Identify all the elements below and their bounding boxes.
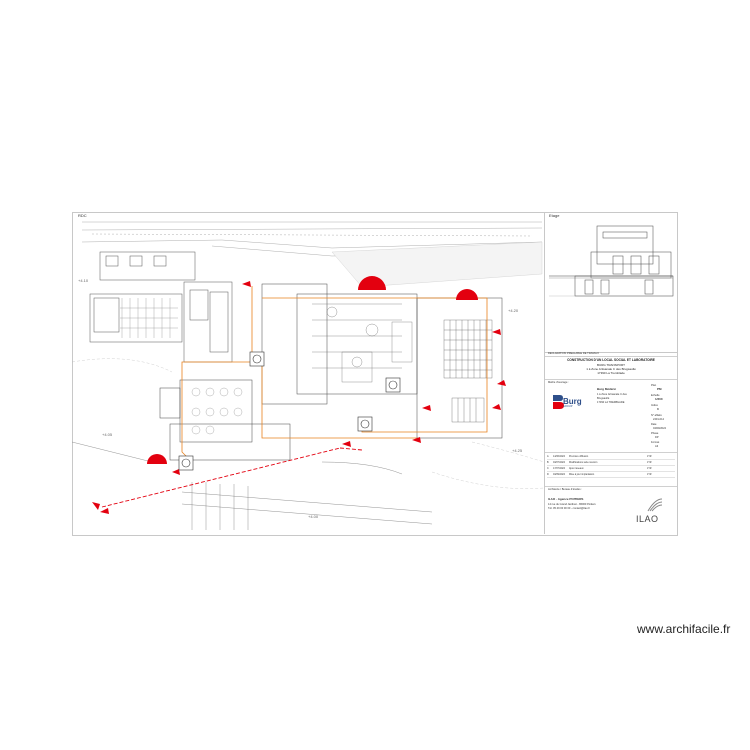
revision-row: A 14/06/2024 Première diffusion JYR bbox=[547, 454, 675, 460]
left-buildings bbox=[89, 251, 233, 363]
format-label: Format bbox=[651, 441, 660, 444]
revision-date: 17/07/2024 bbox=[553, 467, 565, 470]
burg-logo-text: Burg bbox=[563, 397, 582, 406]
company-name: Burg Médéric bbox=[597, 387, 617, 391]
index-label: Indice bbox=[651, 404, 658, 407]
red-markers bbox=[92, 276, 506, 514]
central-building bbox=[261, 283, 503, 439]
revision-by: JYR bbox=[647, 461, 652, 464]
plan-field-value: PM bbox=[657, 387, 662, 391]
phase-label: Phase bbox=[651, 432, 659, 435]
tank-building bbox=[159, 379, 291, 461]
revision-desc: Ajout réseaux bbox=[569, 467, 584, 470]
svg-text:+4.05: +4.05 bbox=[102, 432, 113, 437]
affaire-label: N° affaire bbox=[651, 414, 662, 417]
revision-idx: D bbox=[547, 473, 549, 476]
svg-text:+4.25: +4.25 bbox=[512, 448, 523, 453]
client-name: BURG TRANSPORT bbox=[597, 363, 625, 367]
revision-row: B 04/07/2024 Modifications suite réunion JY… bbox=[547, 460, 675, 466]
index-value: 0 bbox=[657, 407, 659, 411]
junction-boxes bbox=[178, 351, 401, 471]
revision-row: D 04/09/2024 Mise à jour implantation JYR bbox=[547, 472, 675, 478]
revision-desc: Première diffusion bbox=[569, 455, 589, 458]
agency-contact: Tél. 05 49 00 00 00 - contact@ilao.fr bbox=[548, 507, 590, 510]
owner-label: Maître d'ouvrage : bbox=[548, 381, 569, 384]
revision-desc: Modifications suite réunion bbox=[569, 461, 598, 464]
red-axis-line bbox=[101, 447, 363, 508]
road-band bbox=[81, 221, 543, 257]
burg-logo-sub: GROUP bbox=[563, 405, 573, 408]
revision-idx: A bbox=[547, 455, 549, 458]
revision-row: C 17/07/2024 Ajout réseaux JYR bbox=[547, 466, 675, 472]
revision-by: JYR bbox=[647, 455, 652, 458]
address-line-1: 1 à Zone Artisanale C des Brugsaullé bbox=[586, 367, 636, 371]
scale-label: Echelle bbox=[651, 394, 660, 397]
agency-address: 14 rue du Grand Jardinet - 86000 Poitier… bbox=[548, 503, 596, 506]
elevation-view bbox=[544, 212, 677, 353]
phase-value: DP bbox=[655, 436, 659, 439]
company-address-3: 17390 LA TREMBLADE bbox=[597, 401, 625, 404]
ilao-logo-icon bbox=[647, 498, 663, 512]
company-address-2: Brugsaullé bbox=[597, 397, 610, 400]
date-value: 04/09/2024 bbox=[653, 427, 666, 430]
revision-date: 04/09/2024 bbox=[553, 473, 565, 476]
svg-text:+4.00: +4.00 bbox=[308, 514, 319, 519]
bottom-road bbox=[72, 441, 433, 530]
hatched-zone bbox=[331, 241, 543, 288]
revision-by: JYR bbox=[647, 467, 652, 470]
scale-value: 1/200 bbox=[655, 397, 663, 401]
svg-text:+4.10: +4.10 bbox=[78, 278, 89, 283]
contour-lines bbox=[72, 358, 544, 489]
revision-by: JYR bbox=[647, 473, 652, 476]
ilao-logo-text: ILAO bbox=[636, 514, 659, 524]
date-label: Date bbox=[651, 423, 657, 426]
format-value: A3 bbox=[655, 445, 659, 448]
cartouche-header: DECLARATION PREALABLE DE TRAVAUX bbox=[548, 352, 599, 355]
revision-idx: B bbox=[547, 461, 549, 464]
address-line-2: 17390 La Tremblade bbox=[597, 371, 625, 375]
company-address-1: 1 à Zone Artisanale C des bbox=[597, 393, 627, 396]
revision-desc: Mise à jour implantation bbox=[569, 473, 595, 476]
agency-name: ILAO - Agence POITIERS bbox=[548, 497, 584, 501]
watermark-text: www.archifacile.fr bbox=[637, 622, 731, 636]
parking-grid bbox=[443, 319, 493, 423]
elevation-label: Etage bbox=[549, 213, 560, 218]
title-block: DECLARATION PREALABLE DE TRAVAUX CONSTRU… bbox=[544, 352, 677, 534]
project-title: CONSTRUCTION D'UN LOCAL SOCIAL ET LABORA… bbox=[567, 358, 655, 362]
svg-text:+4.20: +4.20 bbox=[508, 308, 519, 313]
affaire-value: 2401-014 bbox=[653, 418, 664, 421]
level-marks: +4.10 +4.00 +4.20 +4.25 +4.05 bbox=[78, 278, 523, 519]
revision-date: 14/06/2024 bbox=[553, 455, 565, 458]
plan-label: RDC bbox=[78, 213, 87, 218]
revision-idx: C bbox=[547, 467, 549, 470]
revision-date: 04/07/2024 bbox=[553, 461, 565, 464]
burg-logo-icon bbox=[553, 395, 564, 409]
architect-label: Architecte / Bureau d'études : bbox=[548, 488, 582, 491]
site-plan: +4.10 +4.00 +4.20 +4.25 +4.05 bbox=[72, 221, 544, 530]
plan-field-label: Plan bbox=[651, 384, 657, 387]
